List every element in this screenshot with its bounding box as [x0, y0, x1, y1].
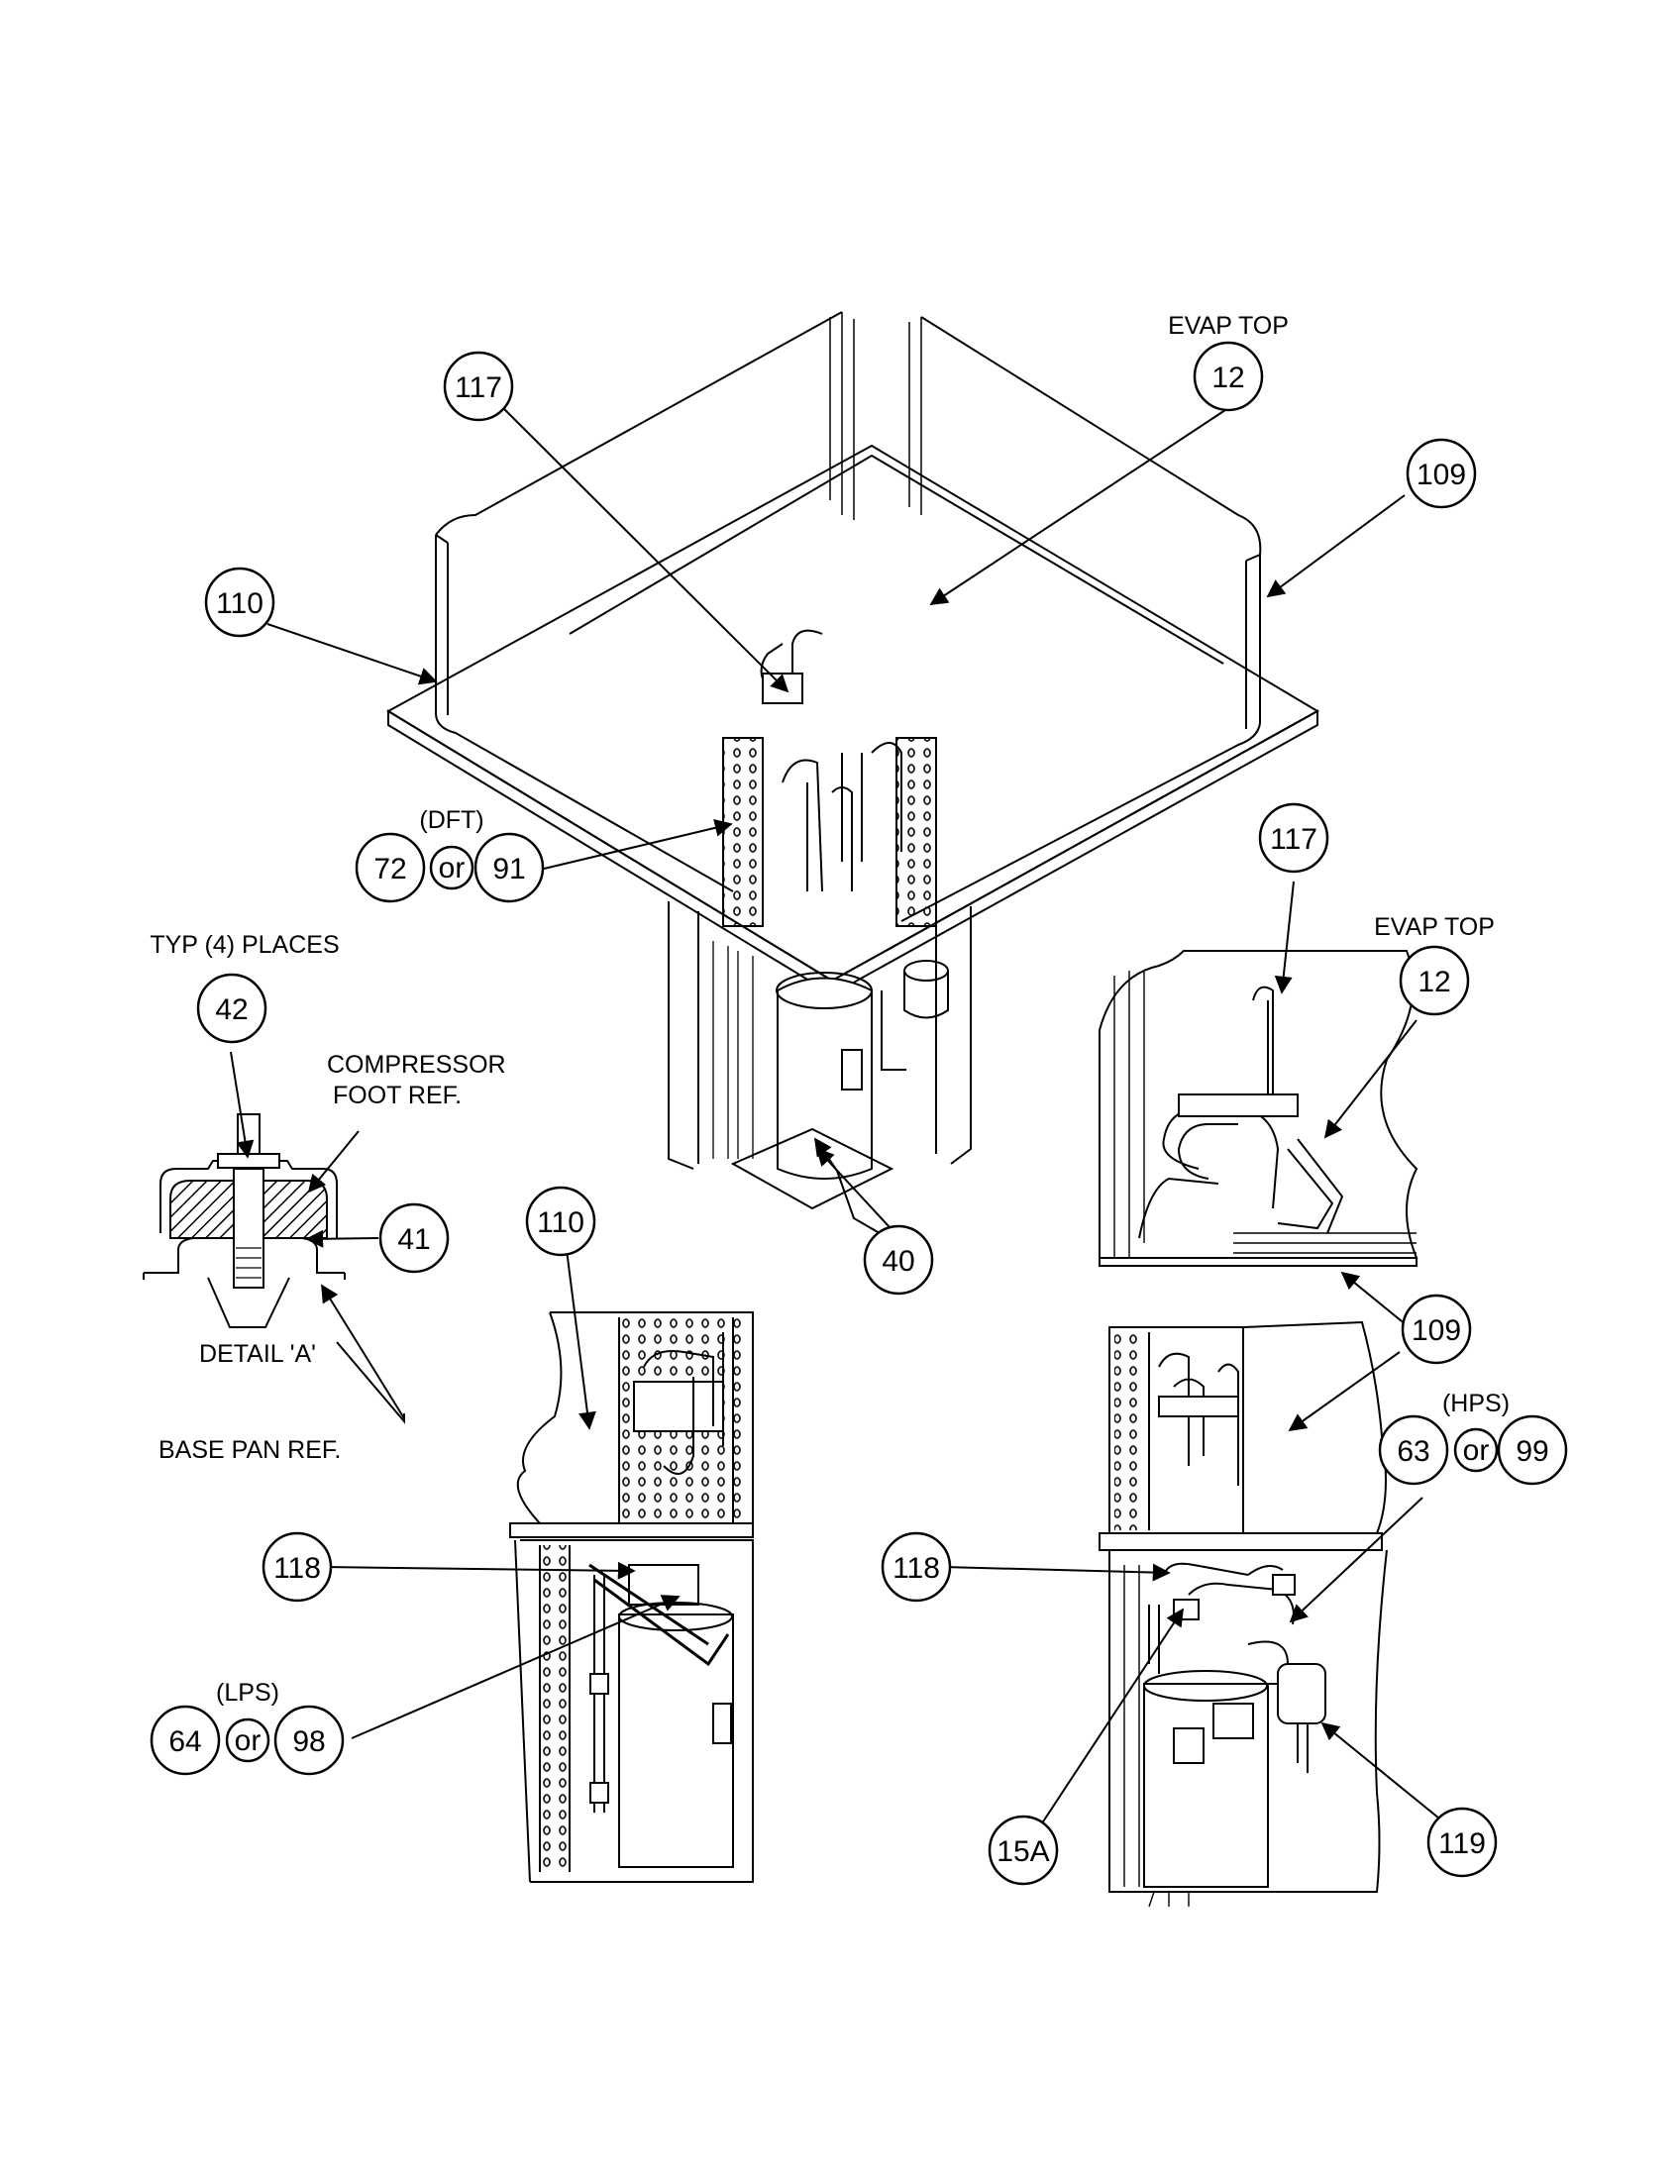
detail-a-drawing: [143, 1113, 346, 1328]
callout-or-hps: or: [1463, 1434, 1490, 1467]
lower-left-detail-drawing: [509, 1311, 754, 1883]
callout-118-right: 118: [892, 1552, 940, 1585]
callout-bubbles: [150, 341, 1568, 1886]
callout-110-detail: 110: [537, 1206, 584, 1239]
callout-91: 91: [492, 853, 525, 885]
callout-118-left: 118: [273, 1552, 321, 1585]
callout-63: 63: [1397, 1435, 1429, 1468]
callout-or-lps: or: [235, 1724, 262, 1757]
callout-or-dft: or: [439, 852, 466, 884]
callout-15a: 15A: [997, 1835, 1049, 1868]
callout-64: 64: [168, 1725, 201, 1758]
label-detail-a: DETAIL 'A': [199, 1340, 316, 1368]
main-unit-drawing: [386, 311, 1320, 1210]
callout-119: 119: [1438, 1827, 1486, 1860]
callout-109-main: 109: [1417, 459, 1466, 491]
label-evap-top-main: EVAP TOP: [1168, 312, 1289, 340]
text-labels: EVAP TOP EVAP TOP (DFT) (HPS) (LPS) TYP …: [150, 312, 1510, 1707]
callout-117-main: 117: [455, 371, 502, 404]
leader-lines: [230, 407, 1445, 1845]
callout-99: 99: [1516, 1435, 1548, 1468]
label-hps: (HPS): [1442, 1390, 1510, 1417]
label-evap-top-detail: EVAP TOP: [1374, 913, 1495, 941]
lower-right-detail-drawing: [1099, 1320, 1388, 1908]
callout-109-detail: 109: [1412, 1314, 1461, 1347]
label-compressor-foot-2: FOOT REF.: [333, 1082, 462, 1109]
label-lps: (LPS): [216, 1679, 279, 1707]
callout-110-main: 110: [216, 587, 263, 620]
callout-numbers: 117 12 109 110 72 or 91 117 12 42 41 40 …: [168, 362, 1548, 1868]
callout-98: 98: [292, 1725, 325, 1758]
label-compressor-foot-1: COMPRESSOR: [327, 1051, 506, 1079]
callout-42: 42: [215, 993, 248, 1026]
callout-41: 41: [397, 1223, 430, 1256]
callout-12-main: 12: [1211, 362, 1244, 394]
callout-117-detail: 117: [1270, 823, 1317, 856]
label-base-pan-ref: BASE PAN REF.: [158, 1436, 341, 1464]
evap-top-detail-drawing: [1099, 950, 1418, 1267]
callout-72: 72: [373, 853, 406, 885]
callout-40: 40: [882, 1245, 914, 1278]
label-typ-places: TYP (4) PLACES: [150, 931, 339, 959]
label-dft: (DFT): [419, 806, 483, 834]
callout-12-detail: 12: [1418, 966, 1450, 998]
